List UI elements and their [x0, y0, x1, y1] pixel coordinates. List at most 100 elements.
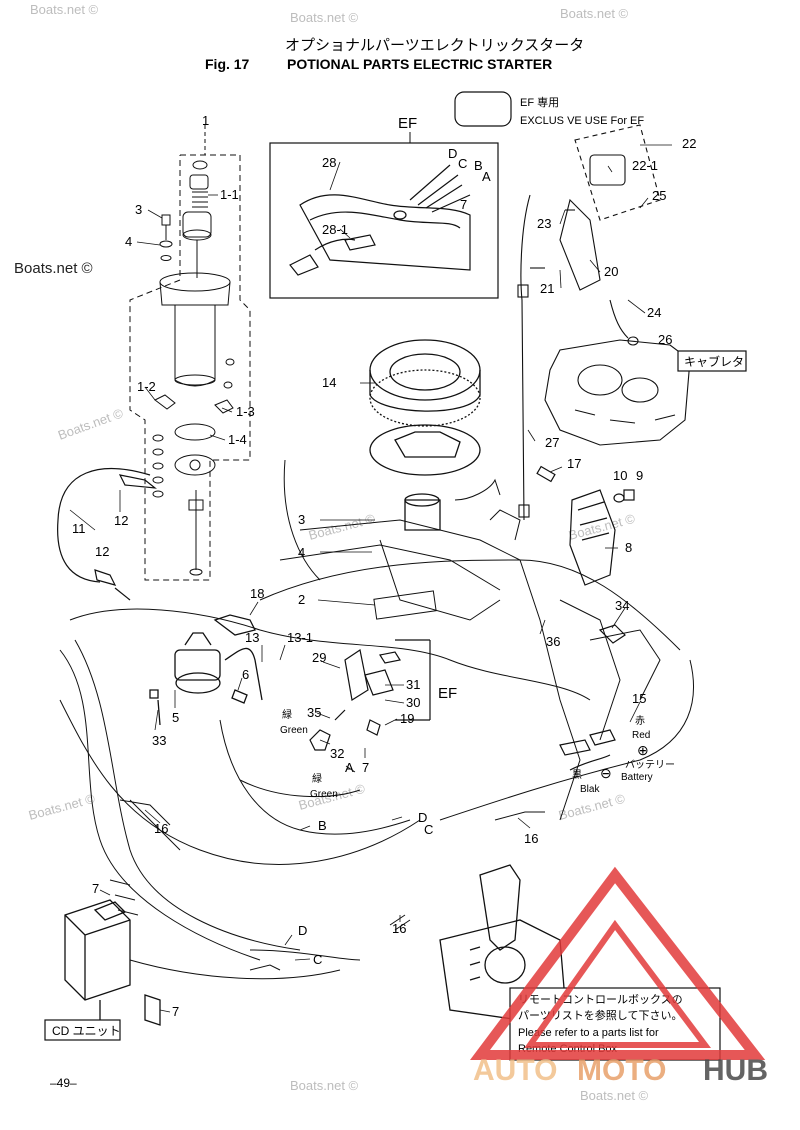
- black-en: Blak: [580, 784, 600, 795]
- part-label-p26: 26: [658, 332, 672, 347]
- flywheel: [369, 339, 481, 531]
- brand-part3: HUB: [703, 1054, 768, 1087]
- part-label-p22: 22: [682, 136, 696, 151]
- battery-en: Battery: [621, 772, 653, 783]
- part-label-p1_1: 1-1: [220, 187, 239, 202]
- part-label-p22_1: 22-1: [632, 158, 658, 173]
- engine-body: [279, 478, 661, 821]
- watermark: Boats.net ©: [27, 791, 97, 823]
- ef-inset-handle: [289, 164, 471, 276]
- part-label-p36: 36: [546, 634, 560, 649]
- wire-harness: [59, 459, 694, 980]
- ef-legend-box: [454, 91, 512, 127]
- part-label-p2: 2: [298, 592, 305, 607]
- part-label-p29: 29: [312, 650, 326, 665]
- part-label-p15: 15: [632, 691, 646, 706]
- ef-inset-label: EF: [398, 115, 417, 132]
- title-en: POTIONAL PARTS ELECTRIC STARTER: [287, 56, 552, 72]
- watermark: Boats.net ©: [557, 791, 627, 823]
- brand-inner-triangle-icon: [524, 919, 711, 1048]
- fig-label: Fig. 17: [205, 56, 250, 72]
- red-jp: 赤: [635, 715, 645, 727]
- watermark: Boats.net ©: [30, 2, 99, 17]
- part-label-pC3: C: [313, 952, 322, 967]
- part-label-p14: 14: [322, 375, 336, 390]
- part-label-p31: 31: [406, 677, 420, 692]
- carb-label-box: [677, 350, 747, 372]
- carburetor: [517, 124, 691, 521]
- ef-legend-jp: EF 専用: [520, 96, 559, 109]
- part-label-p33: 33: [152, 733, 166, 748]
- part-label-p7d: 7: [172, 1004, 179, 1019]
- part-label-p6: 6: [242, 667, 249, 682]
- part-label-p7c: 7: [92, 881, 99, 896]
- watermark: Boats.net ©: [290, 10, 359, 25]
- part-label-p4b: 4: [298, 545, 305, 560]
- green2-en: Green: [310, 789, 338, 800]
- part-label-p1_3: 1-3: [236, 404, 255, 419]
- part-label-p12a: 12: [114, 513, 128, 528]
- part-label-p35: 35: [307, 705, 321, 720]
- brand-part1: AUTO: [473, 1054, 557, 1087]
- part-label-p7a: 7: [460, 197, 467, 212]
- green2-jp: 緑: [312, 772, 322, 785]
- part-label-p13: 13: [245, 630, 259, 645]
- remote-note-line1: リモートコントロールボックスの: [518, 993, 683, 1006]
- rectifier: [536, 465, 635, 586]
- part-label-p4a: 4: [125, 234, 132, 249]
- brand-part2: MOTO: [577, 1054, 666, 1087]
- part-label-p3a: 3: [135, 202, 142, 217]
- battery-terminals: [559, 624, 626, 771]
- part-label-pB: B: [474, 158, 483, 173]
- part-label-pC: C: [458, 156, 467, 171]
- part-label-p25: 25: [652, 188, 666, 203]
- part-label-p16c: 16: [392, 921, 406, 936]
- part-label-p28_1: 28-1: [322, 222, 348, 237]
- black-jp: 黒: [572, 769, 582, 781]
- part-label-p1_2: 1-2: [137, 379, 156, 394]
- part-label-pA: A: [482, 169, 491, 184]
- page-number: –49–: [50, 1076, 77, 1090]
- title-jp: オプショナルパーツエレクトリックスタータ: [285, 37, 584, 54]
- part-label-p17: 17: [567, 456, 581, 471]
- battery-minus-icon: ⊖: [600, 765, 612, 781]
- part-label-p16a: 16: [154, 821, 168, 836]
- brand-triangle-icon: [470, 866, 766, 1060]
- part-label-pD2: D: [418, 810, 427, 825]
- cd-unit-label-box: [44, 1019, 121, 1041]
- carb-label: キャブレタ: [684, 354, 744, 369]
- part-label-p13_1: 13-1: [287, 630, 313, 645]
- part-label-p11: 11: [72, 521, 86, 536]
- part-label-p8: 8: [625, 540, 632, 555]
- part-label-pC2: C: [424, 822, 433, 837]
- part-label-p32: 32: [330, 746, 344, 761]
- remote-note-line2: パーツリストを参照して下さい。: [518, 1008, 682, 1022]
- part-label-p34: 34: [615, 598, 629, 613]
- part-label-p19: 19: [400, 711, 414, 726]
- part-label-pD3: D: [298, 923, 307, 938]
- starter-cable: [57, 468, 157, 601]
- boats-net-label: Boats.net ©: [14, 260, 93, 277]
- watermark: Boats.net ©: [290, 1078, 359, 1093]
- part-label-p30: 30: [406, 695, 420, 710]
- cd-unit: [64, 899, 161, 1026]
- part-label-pB2: B: [318, 818, 327, 833]
- part-label-p27: 27: [545, 435, 559, 450]
- part-label-p16b: 16: [524, 831, 538, 846]
- part-label-p7b: 7: [362, 760, 369, 775]
- part-label-p9: 9: [636, 468, 643, 483]
- battery-plus-icon: ⊕: [637, 742, 649, 758]
- watermark: Boats.net ©: [560, 6, 629, 21]
- part-label-p20: 20: [604, 264, 618, 279]
- part-label-pA2: A: [345, 760, 354, 775]
- leader-lines: [69, 144, 672, 1013]
- solenoid: [149, 614, 263, 726]
- watermark: Boats.net ©: [580, 1088, 649, 1103]
- green1-jp: 緑: [282, 708, 292, 721]
- part-label-p24: 24: [647, 305, 661, 320]
- part-label-p28: 28: [322, 155, 336, 170]
- part-label-p23: 23: [537, 216, 551, 231]
- part-label-p1: 1: [202, 113, 209, 128]
- remote-note-line3: Please refer to a parts list for: [518, 1027, 659, 1039]
